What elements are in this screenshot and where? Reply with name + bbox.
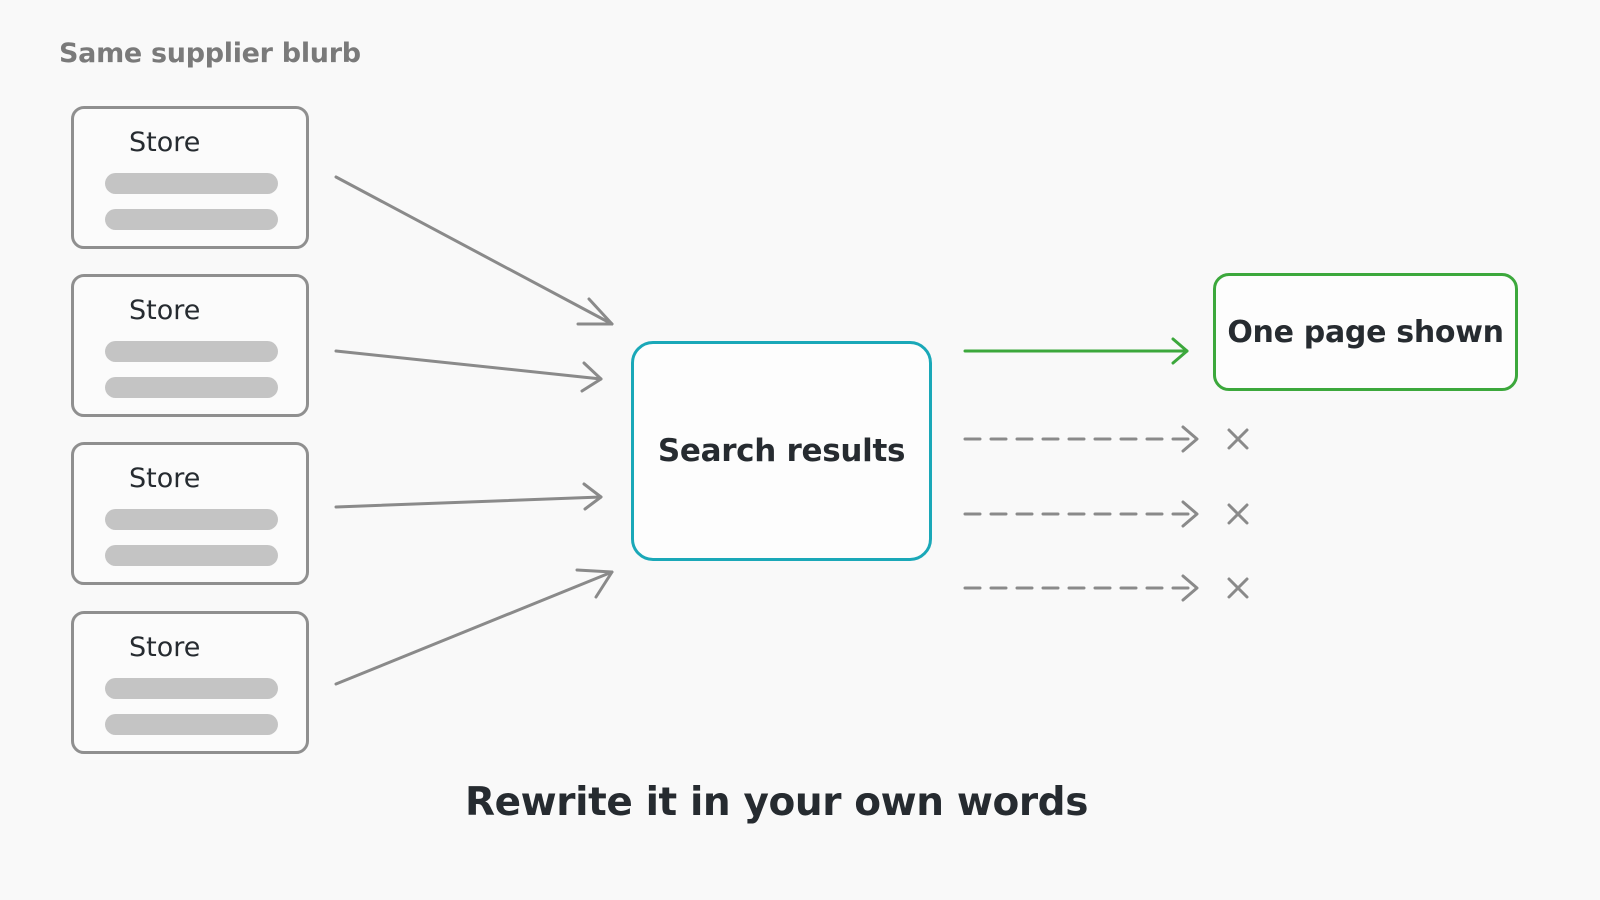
store-title: Store	[129, 295, 201, 326]
search-results-box: Search results	[631, 341, 932, 561]
placeholder-line	[105, 341, 278, 362]
reject-x-icon	[1227, 577, 1249, 599]
placeholder-line	[105, 678, 278, 699]
store-card: Store	[71, 274, 309, 417]
input-arrow	[334, 568, 614, 686]
one-page-shown-box: One page shown	[1213, 273, 1518, 391]
store-title: Store	[129, 463, 201, 494]
input-arrow	[334, 482, 603, 511]
placeholder-line	[105, 173, 278, 194]
shown-arrow	[963, 337, 1189, 365]
store-title: Store	[129, 127, 201, 158]
caption: Rewrite it in your own words	[464, 780, 1089, 825]
store-title: Store	[129, 632, 201, 663]
one-page-shown-label: One page shown	[1227, 314, 1504, 350]
rejected-arrow	[963, 425, 1199, 453]
placeholder-line	[105, 509, 278, 530]
placeholder-line	[105, 209, 278, 230]
rejected-arrow	[963, 574, 1199, 602]
store-card: Store	[71, 106, 309, 249]
input-arrow	[334, 349, 603, 393]
placeholder-line	[105, 714, 278, 735]
top-label: Same supplier blurb	[59, 38, 361, 69]
search-results-label: Search results	[657, 433, 906, 469]
store-card: Store	[71, 611, 309, 754]
reject-x-icon	[1227, 428, 1249, 450]
rejected-arrow	[963, 500, 1199, 528]
placeholder-line	[105, 545, 278, 566]
input-arrow	[334, 175, 614, 326]
reject-x-icon	[1227, 503, 1249, 525]
store-card: Store	[71, 442, 309, 585]
placeholder-line	[105, 377, 278, 398]
